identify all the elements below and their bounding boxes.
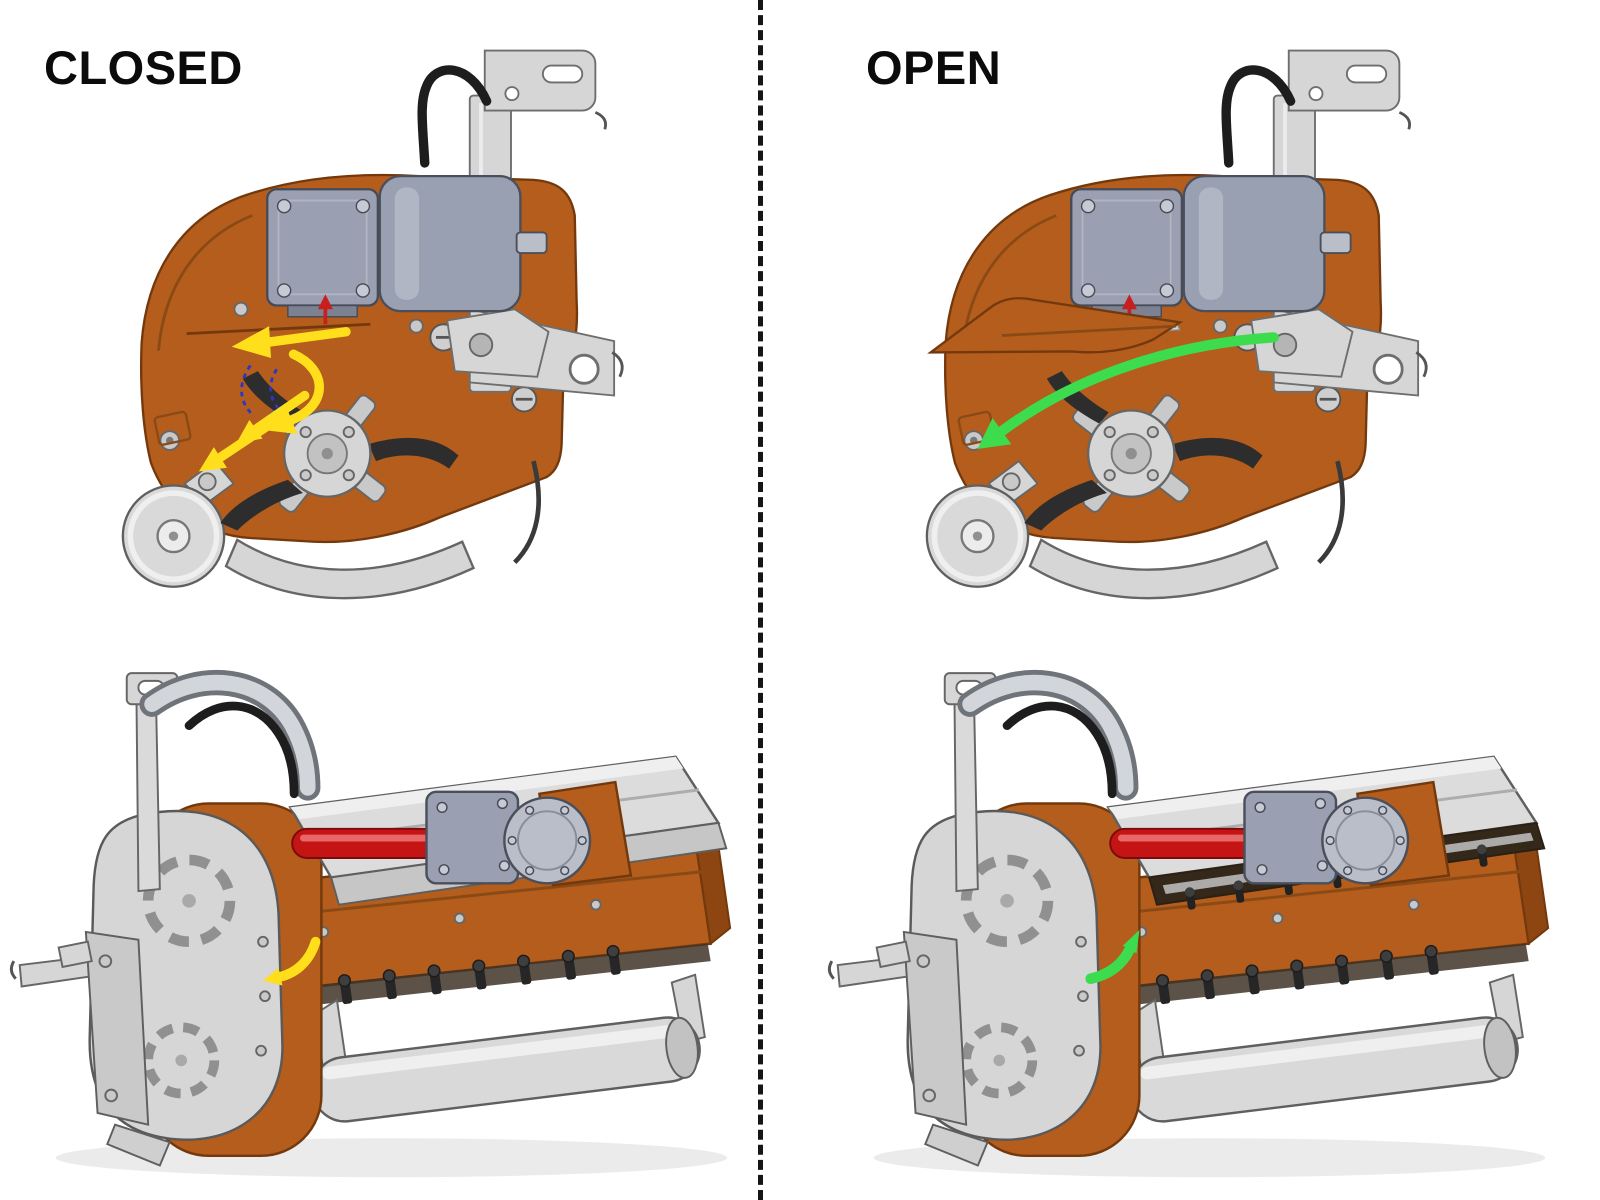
open-hint-arrow <box>1085 930 1140 985</box>
hint-path-blue <box>240 364 256 418</box>
open-direction-arrow <box>977 332 1279 449</box>
iso-view-closed <box>2 640 742 1185</box>
flail-mower-side-view <box>123 51 622 599</box>
arrow-close-left <box>264 327 351 347</box>
closed-label: CLOSED <box>44 41 243 94</box>
panel-closed: CLOSED <box>0 0 758 1200</box>
arrow-close-down-short <box>251 390 310 434</box>
side-view-closed <box>46 18 646 608</box>
side-view-open <box>850 18 1450 608</box>
iso-view-open <box>820 640 1560 1185</box>
panel-open: OPEN <box>762 0 1600 1200</box>
panel-divider <box>758 0 763 1200</box>
closed-hint-arrow <box>263 936 321 986</box>
hint-path-blue <box>269 368 282 412</box>
closed-direction-arrows <box>198 326 351 472</box>
open-label: OPEN <box>866 41 1002 94</box>
arrow-close-rotate <box>286 349 324 425</box>
hood-flap-open <box>927 297 1184 354</box>
